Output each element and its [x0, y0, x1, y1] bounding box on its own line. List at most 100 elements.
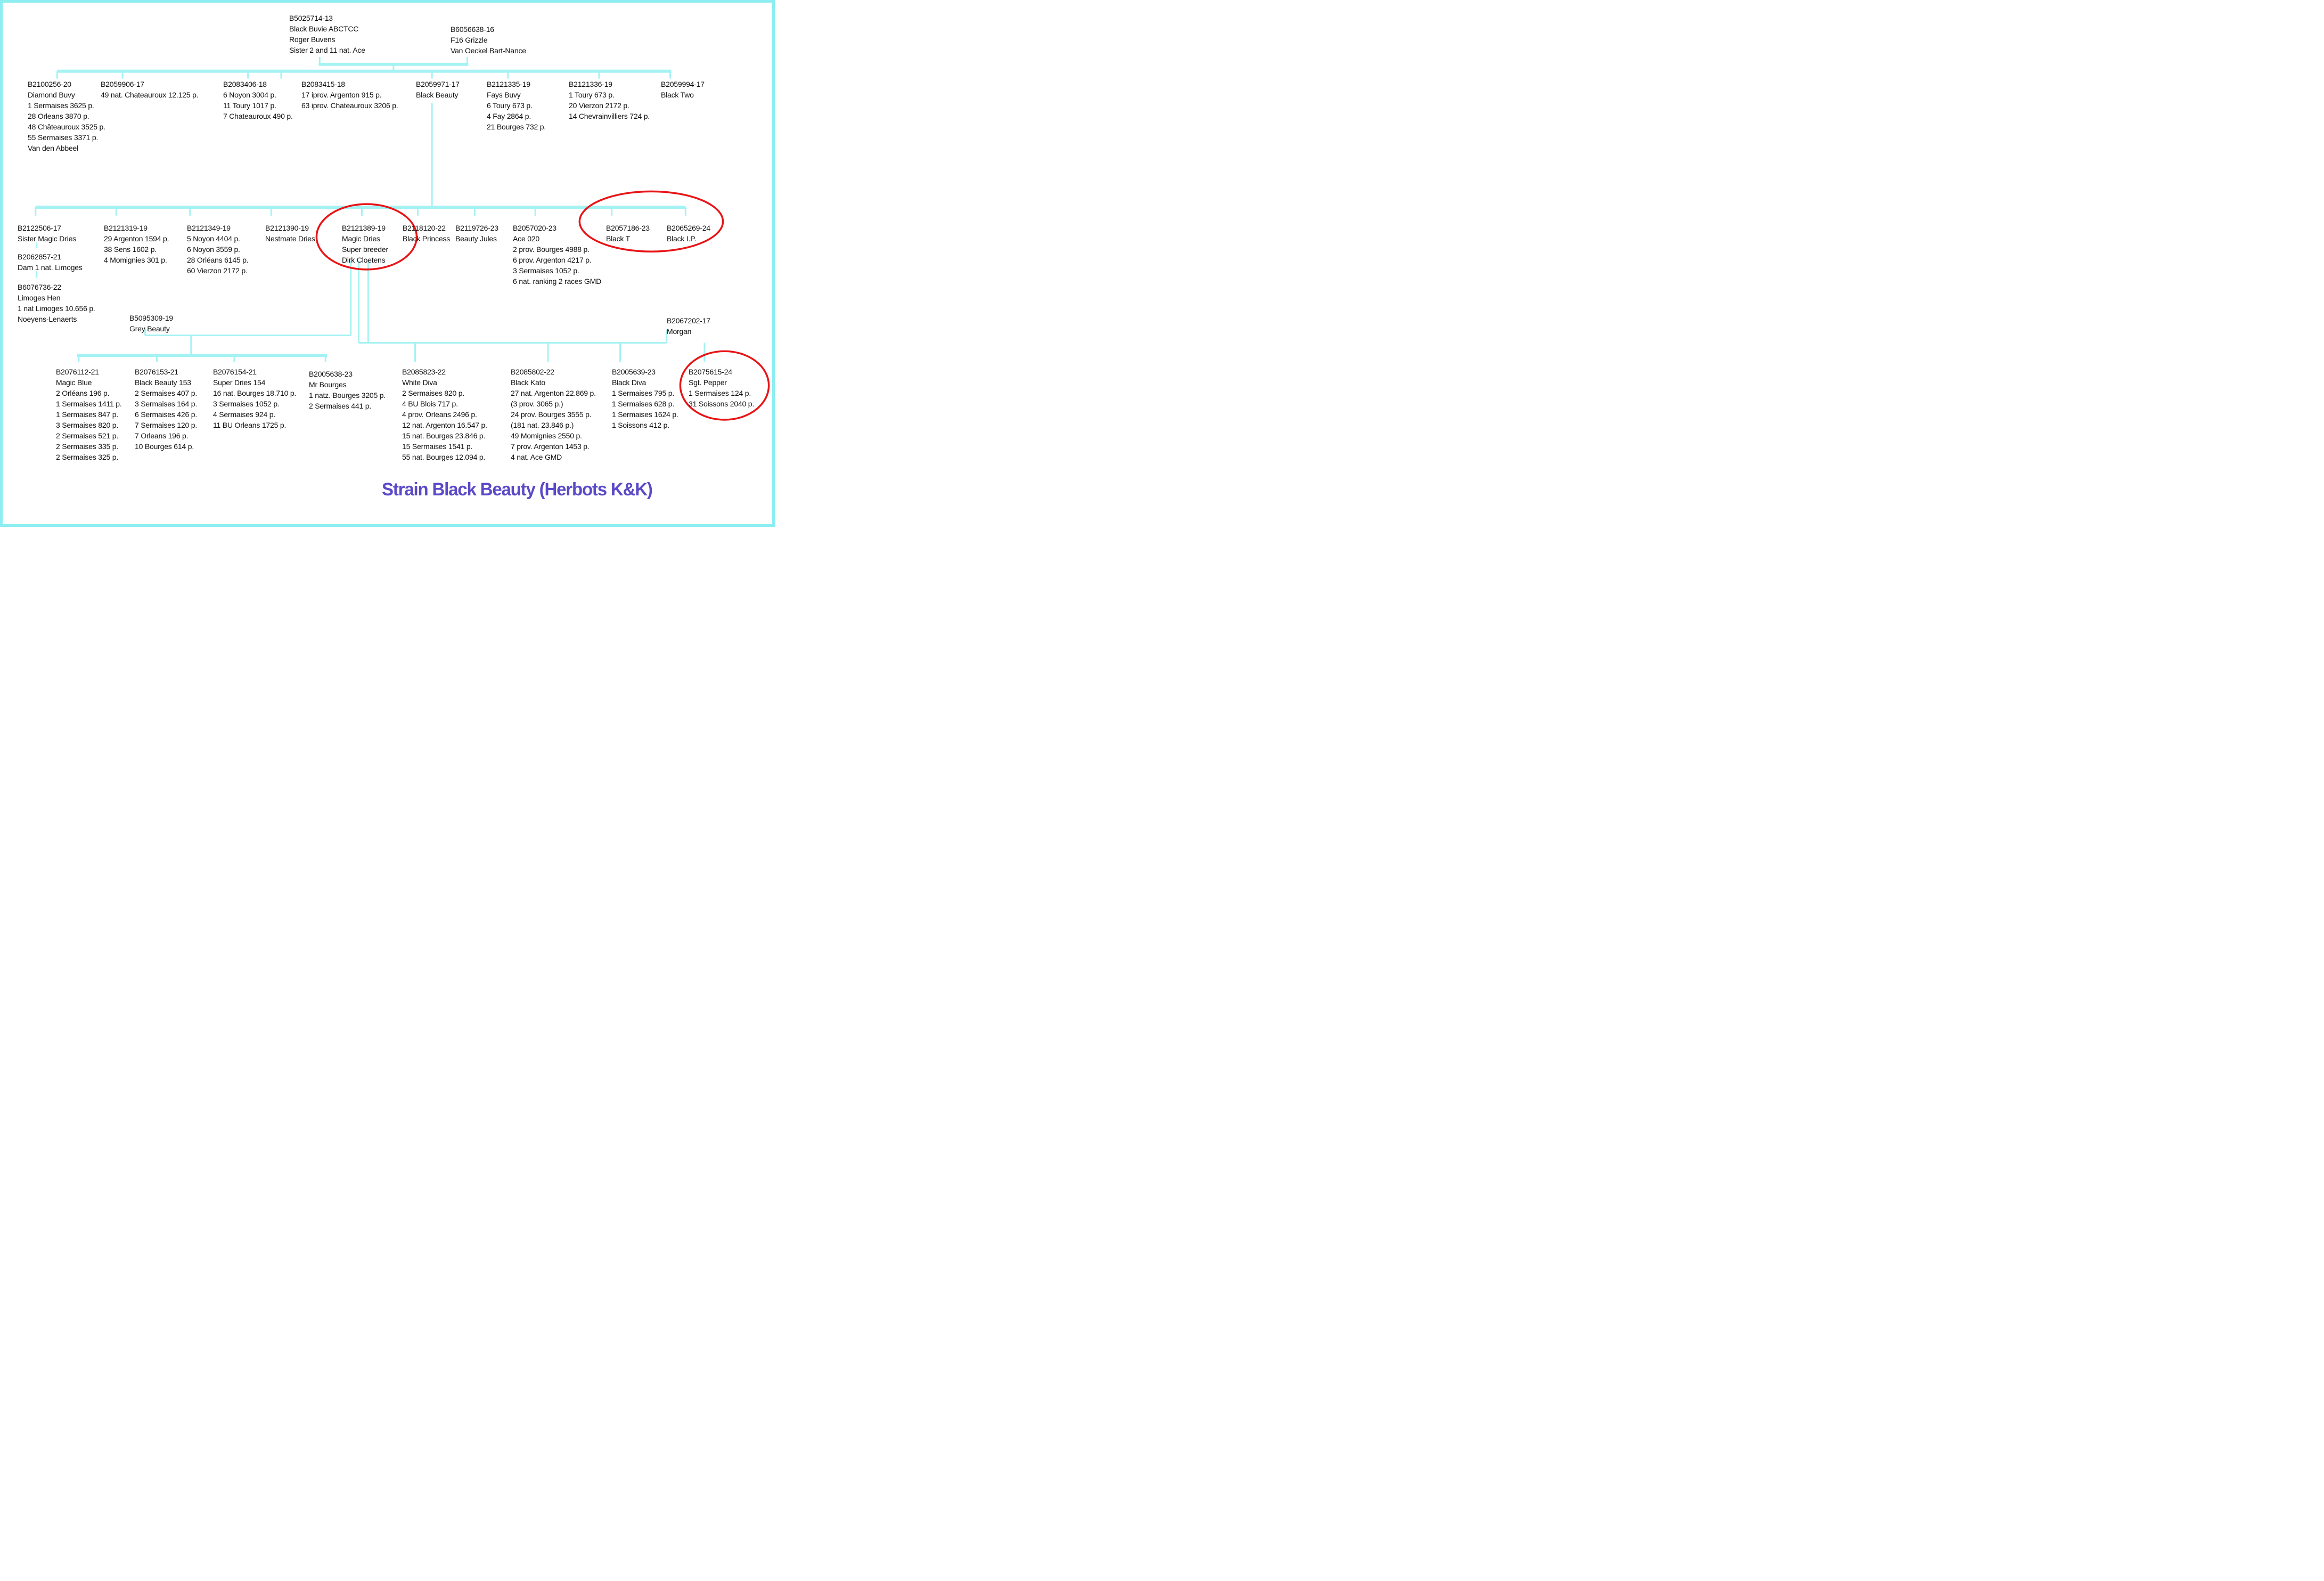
pedigree-detail-line: Diamond Buvy — [28, 91, 75, 99]
ring-number: B2122506-17 — [18, 224, 61, 232]
pedigree-detail-line: Dam 1 nat. Limoges — [18, 263, 83, 272]
ring-number: B2121335-19 — [487, 80, 530, 88]
ring-number: B2085802-22 — [511, 368, 554, 376]
pedigree-detail-line: Morgan — [667, 327, 692, 336]
pedigree-detail-line: 28 Orléans 6145 p. — [187, 256, 249, 264]
pedigree-detail-line: 3 Sermaises 1052 p. — [213, 400, 280, 408]
pedigree-detail-line: 7 prov. Argenton 1453 p. — [511, 442, 590, 451]
pedigree-detail-line: 11 BU Orleans 1725 p. — [213, 421, 287, 429]
ring-number: B6056638-16 — [451, 25, 494, 34]
ring-number: B2121349-19 — [187, 224, 231, 232]
pedigree-detail-line: Super breeder — [342, 245, 388, 254]
pedigree-detail-line: 7 Orleans 196 p. — [135, 431, 189, 440]
pedigree-detail-line: Black Buvie ABCTCC — [289, 25, 359, 33]
pedigree-detail-line: Fays Buvy — [487, 91, 521, 99]
pedigree-detail-line: Black Diva — [612, 378, 647, 387]
pedigree-detail-line: 17 iprov. Argenton 915 p. — [301, 91, 382, 99]
pedigree-detail-line: 1 nat Limoges 10.656 p. — [18, 304, 95, 313]
ring-number: B2057186-23 — [606, 224, 650, 232]
pedigree-detail-line: 1 Sermaises 1624 p. — [612, 410, 678, 419]
pedigree-detail-line: 3 Sermaises 820 p. — [56, 421, 119, 429]
pedigree-detail-line: 29 Argenton 1594 p. — [104, 234, 169, 243]
pedigree-detail-line: 49 nat. Chateauroux 12.125 p. — [101, 91, 199, 99]
pedigree-detail-line: Black I.P. — [667, 234, 697, 243]
highlight-ellipse-black-t-ip — [578, 190, 724, 252]
pedigree-detail-line: Noeyens-Lenaerts — [18, 315, 77, 323]
pedigree-detail-line: Black T — [606, 234, 631, 243]
ring-number: B2121319-19 — [104, 224, 148, 232]
pedigree-detail-line: 1 Sermaises 628 p. — [612, 400, 675, 408]
ring-number: B2065269-24 — [667, 224, 710, 232]
pedigree-detail-line: 2 Sermaises 325 p. — [56, 453, 119, 461]
ring-number: B2121389-19 — [342, 224, 386, 232]
pedigree-detail-line: Black Two — [661, 91, 694, 99]
pedigree-detail-line: Sgt. Pepper — [689, 378, 727, 387]
pedigree-detail-line: 20 Vierzon 2172 p. — [569, 101, 629, 110]
ring-number: B2076112-21 — [56, 368, 99, 376]
pedigree-detail-line: 55 nat. Bourges 12.094 p. — [402, 453, 486, 461]
pedigree-detail-line: Van Oeckel Bart-Nance — [451, 46, 526, 55]
pedigree-detail-line: 2 Sermaises 335 p. — [56, 442, 119, 451]
ring-number: B2119726-23 — [455, 224, 498, 232]
pedigree-detail-line: 1 Sermaises 847 p. — [56, 410, 119, 419]
pedigree-block-b2121319-19: B2121319-19 29 Argenton 1594 p. 38 Sens 16… — [104, 223, 169, 265]
pedigree-detail-line: Black Kato — [511, 378, 545, 387]
ring-number: B2062857-21 — [18, 252, 61, 261]
pedigree-detail-line: Super Dries 154 — [213, 378, 266, 387]
ring-number: B5095309-19 — [129, 314, 173, 322]
pedigree-detail-line: F16 Grizzle — [451, 36, 488, 44]
pedigree-detail-line: 63 iprov. Chateauroux 3206 p. — [301, 101, 398, 110]
ring-number: B5025714-13 — [289, 14, 333, 22]
pedigree-detail-line: 5 Noyon 4404 p. — [187, 234, 240, 243]
ring-number: B2059971-17 — [416, 80, 460, 88]
diagram-title: Strain Black Beauty (Herbots K&K) — [382, 479, 653, 500]
highlight-ellipse-magic-dries — [315, 203, 418, 271]
ring-number: B2059906-17 — [101, 80, 144, 88]
ring-number: B2083415-18 — [301, 80, 345, 88]
ring-number: B2067202-17 — [667, 316, 710, 325]
pedigree-detail-line: 28 Orleans 3870 p. — [28, 112, 89, 120]
highlight-ellipse-sgt-pepper — [679, 350, 770, 421]
pedigree-detail-line: 4 Momignies 301 p. — [104, 256, 167, 264]
pedigree-detail-line: Sister 2 and 11 nat. Ace — [289, 46, 365, 54]
pedigree-detail-line: 2 Sermaises 521 p. — [56, 431, 119, 440]
pedigree-detail-line: 11 Toury 1017 p. — [223, 101, 276, 110]
pedigree-detail-line: 6 Noyon 3004 p. — [223, 91, 276, 99]
pedigree-detail-line: Dirk Cloetens — [342, 256, 386, 264]
pedigree-detail-line: 4 Sermaises 924 p. — [213, 410, 276, 419]
pedigree-detail-line: 2 Sermaises 407 p. — [135, 389, 198, 397]
pedigree-detail-line: 4 nat. Ace GMD — [511, 453, 562, 461]
pedigree-detail-line: 1 Soissons 412 p. — [612, 421, 669, 429]
ring-number: B2121390-19 — [265, 224, 309, 232]
ring-number: B2118120-22 — [403, 224, 446, 232]
ring-number: B2075615-24 — [689, 368, 732, 376]
pedigree-detail-line: 48 Châteauroux 3525 p. — [28, 123, 105, 131]
pedigree-detail-line: Roger Buvens — [289, 35, 335, 44]
pedigree-detail-line: 15 Sermaises 1541 p. — [402, 442, 473, 451]
pedigree-detail-line: 38 Sens 1602 p. — [104, 245, 157, 254]
pedigree-detail-line: 7 Chateauroux 490 p. — [223, 112, 293, 120]
